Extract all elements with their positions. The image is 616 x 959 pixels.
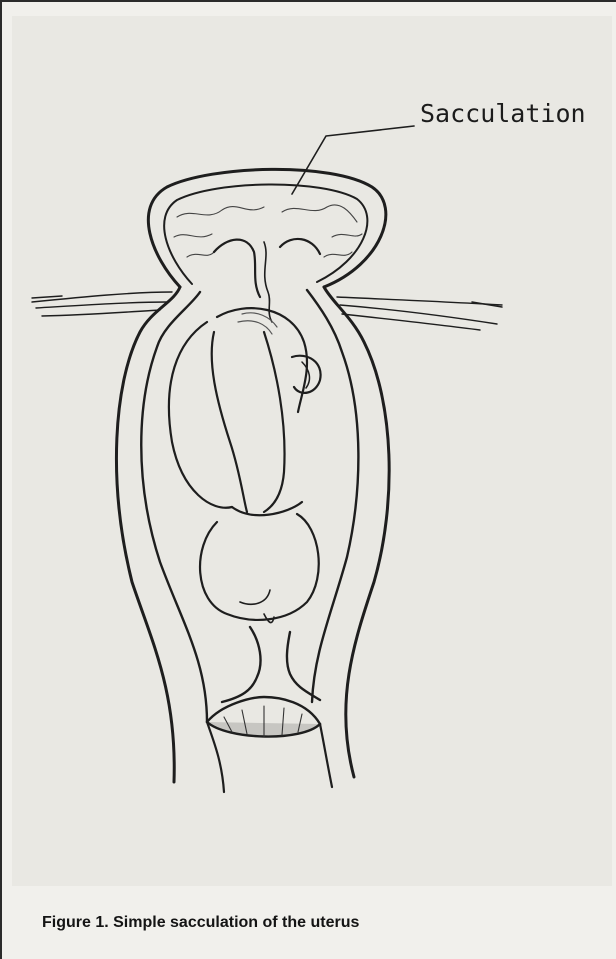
figure-caption: Figure 1. Simple sacculation of the uter… [42, 914, 359, 932]
fetus-drawing [169, 308, 321, 622]
sacculation-leader-line [292, 126, 414, 194]
sacculation-dome-inner [164, 184, 367, 284]
illustration-panel: Sacculation [12, 16, 612, 886]
uterus-inner-wall-left [141, 292, 207, 722]
uterus-outer-wall-left [116, 287, 180, 782]
left-ligament [32, 292, 172, 316]
uterus-inner-wall-right [307, 290, 358, 702]
cervix [207, 627, 320, 737]
right-ligament [337, 297, 502, 330]
sacculation-dome-outer [148, 169, 385, 287]
uterus-outer-wall-right [324, 287, 389, 777]
uterus-sacculation-drawing: Sacculation [12, 16, 612, 886]
vagina-wall-right [320, 724, 332, 787]
sacculation-label: Sacculation [420, 99, 586, 128]
vagina-wall-left [207, 722, 224, 792]
dome-texture [174, 205, 362, 257]
